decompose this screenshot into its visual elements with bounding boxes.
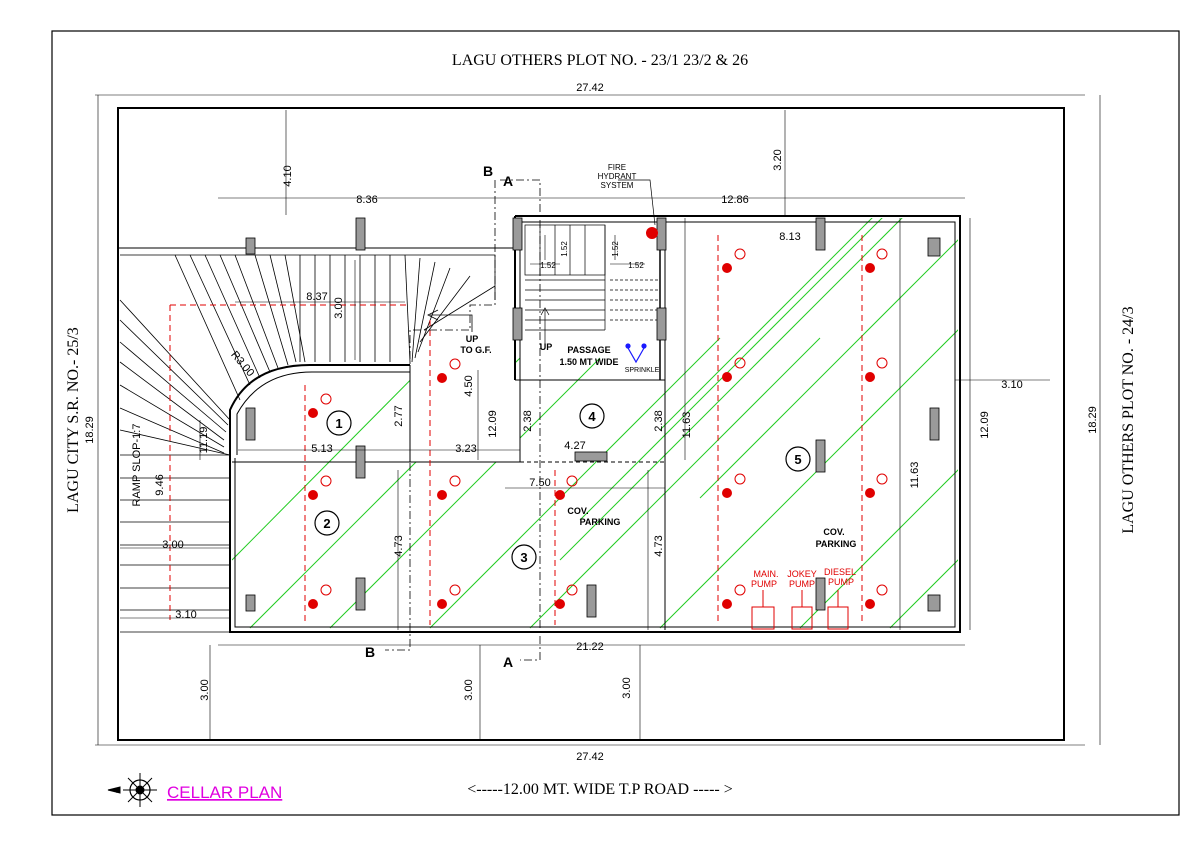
dim-h-1163-mid: 11.63	[681, 412, 693, 439]
bay-markers	[314, 403, 811, 570]
dim-right-inner: 8.13	[779, 231, 800, 243]
dim-passage-4: 1.52	[628, 261, 644, 270]
dim-right-setback-top: 3.20	[772, 149, 784, 170]
stair-up-label: UP	[540, 342, 553, 352]
bay-4-number: 4	[588, 409, 596, 424]
section-a-bottom: A	[503, 654, 513, 670]
sprinkle-label: SPRINKLE	[625, 367, 660, 374]
ramp-slope-label: RAMP SLOP-1:7	[131, 424, 143, 507]
diesel-pump-2: PUMP	[828, 577, 854, 587]
ramp-radius-label: R3.00	[228, 349, 256, 379]
dim-h-1209-right: 12.09	[979, 411, 991, 439]
dimension-lines	[95, 94, 1101, 746]
dim-right-overall: 18.29	[1087, 406, 1099, 434]
dim-ramp-width: 8.37	[306, 291, 327, 303]
bay-5-number: 5	[794, 452, 801, 467]
bay-2-number: 2	[323, 516, 330, 531]
cov-parking-2b: PARKING	[816, 539, 857, 549]
dim-left-300: 3.00	[162, 539, 183, 551]
structural-columns	[245, 217, 941, 618]
left-title: LAGU CITY S.R. NO.- 25/3	[65, 327, 82, 513]
dim-bottom-width: 21.22	[576, 641, 604, 653]
passage-label-1: PASSAGE	[567, 345, 610, 355]
diesel-pump-1: DIESEL	[824, 567, 856, 577]
compass-rose-icon	[107, 773, 157, 807]
dim-left-310: 3.10	[175, 609, 196, 621]
dim-bay1-width: 5.13	[311, 443, 332, 455]
dim-bottom-setback-1: 3.00	[199, 679, 211, 700]
up-arrow	[427, 309, 473, 332]
sprinkler-heads	[308, 227, 888, 609]
main-pump-2: PUMP	[751, 579, 777, 589]
dim-width-right: 12.86	[721, 194, 749, 206]
section-a-top: A	[503, 173, 513, 189]
section-lines	[385, 179, 541, 661]
dim-top-overall: 27.42	[576, 82, 604, 94]
dim-bay2-width: 3.23	[455, 443, 476, 455]
dim-passage-3: 1.52	[540, 261, 556, 270]
ramp-lines	[119, 254, 496, 633]
dim-passage-1: 1.52	[560, 241, 569, 257]
fire-label-2: HYDRANT	[598, 172, 637, 181]
dim-ramp-height: 11.19	[198, 427, 210, 454]
bay-3-number: 3	[520, 550, 527, 565]
plot-boundary	[117, 107, 1065, 741]
dim-h-473-b: 4.73	[653, 535, 665, 556]
dim-w-427: 4.27	[564, 440, 585, 452]
core-staircase	[524, 224, 660, 345]
dim-bottom-setback-3: 3.00	[621, 677, 633, 698]
right-title: LAGU OTHERS PLOT NO. - 24/3	[1120, 306, 1137, 533]
north-mark: N	[116, 788, 121, 795]
passage-label-2: 1.50 MT WIDE	[559, 357, 618, 367]
plan-title: CELLAR PLAN	[167, 783, 282, 802]
jokey-pump-2: PUMP	[789, 579, 815, 589]
sheet-border	[51, 30, 1180, 816]
dim-width-left: 8.36	[356, 194, 377, 206]
section-b-bottom: B	[365, 644, 375, 660]
top-title: LAGU OTHERS PLOT NO. - 23/1 23/2 & 26	[452, 52, 748, 69]
up-to-gf-line1: UP	[466, 334, 479, 344]
dim-h-450: 4.50	[463, 375, 475, 396]
fire-label-1: FIRE	[608, 163, 626, 172]
dim-h-1163-right: 11.63	[909, 462, 921, 489]
sprinkler-lines	[169, 235, 863, 625]
dim-h-277: 2.77	[393, 405, 405, 426]
dim-h-1209-mid: 12.09	[487, 410, 499, 438]
dim-ramp-lower: 9.46	[154, 474, 166, 495]
dim-h-473-a: 4.73	[393, 535, 405, 556]
dim-bottom-setback-2: 3.00	[463, 679, 475, 700]
cov-parking-1b: PARKING	[580, 517, 621, 527]
dim-h-238-a: 2.38	[522, 410, 534, 431]
dim-stair-height: 3.00	[333, 297, 345, 318]
dim-bottom-overall: 27.42	[576, 751, 604, 763]
dim-w-750: 7.50	[529, 477, 550, 489]
main-pump-1: MAIN.	[753, 569, 778, 579]
cov-parking-1a: COV.	[567, 506, 588, 516]
jokey-pump-1: JOKEY	[787, 569, 817, 579]
fire-hydrant-leader	[618, 179, 656, 226]
fire-label-3: SYSTEM	[601, 181, 634, 190]
road-label: <-----12.00 MT. WIDE T.P ROAD ----- >	[467, 781, 733, 798]
dim-h-238-b: 2.38	[653, 410, 665, 431]
dim-left-overall: 18.29	[84, 416, 96, 444]
bay-1-number: 1	[335, 416, 342, 431]
dim-right-setback: 3.10	[1001, 379, 1022, 391]
up-to-gf-line2: TO G.F.	[460, 345, 491, 355]
cov-parking-2a: COV.	[823, 527, 844, 537]
pump-boxes	[751, 590, 849, 630]
dim-left-setback-top: 4.10	[282, 165, 294, 186]
section-b-top: B	[483, 163, 493, 179]
dim-passage-2: 1.52	[611, 241, 620, 257]
building-walls	[118, 215, 961, 633]
sprinkle-icon	[625, 343, 647, 364]
